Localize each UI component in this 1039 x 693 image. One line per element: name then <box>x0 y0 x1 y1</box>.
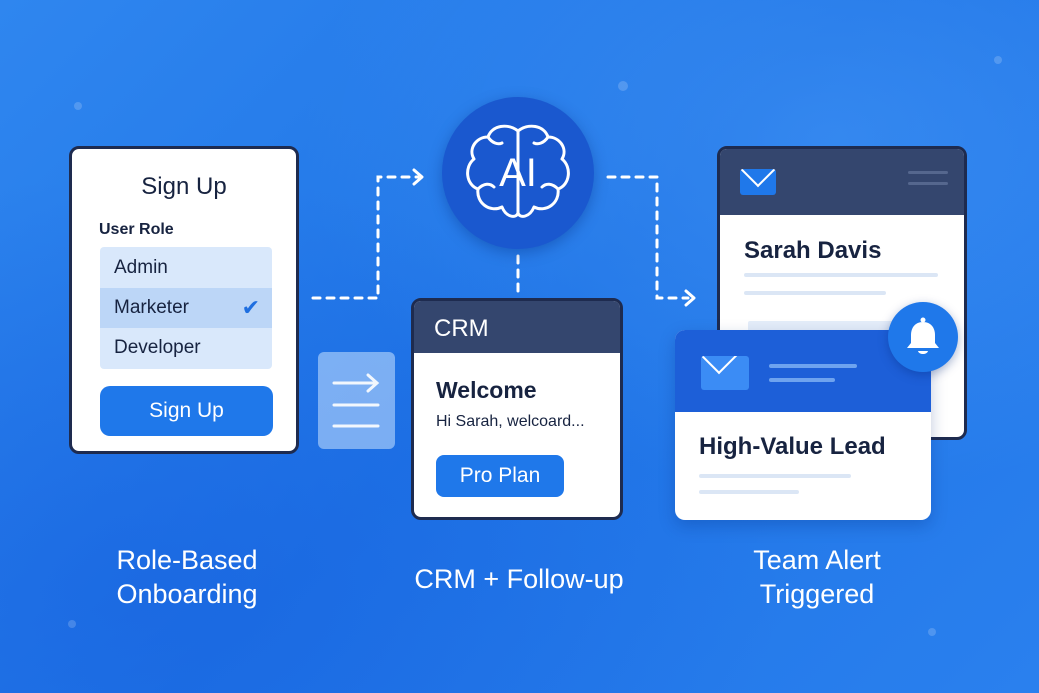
role-option-developer[interactable]: Developer <box>114 337 201 358</box>
pro-plan-button[interactable]: Pro Plan <box>436 455 564 497</box>
connector-ai-to-alert <box>606 175 690 300</box>
caption-onboarding-line1: Role-Based <box>116 545 258 575</box>
brain-icon <box>466 124 570 218</box>
caption-alert: Team Alert Triggered <box>722 543 912 611</box>
caption-onboarding: Role-Based Onboarding <box>97 543 277 611</box>
envelope-icon <box>740 169 776 195</box>
crm-card: CRM Welcome Hi Sarah, welcoard... Pro Pl… <box>411 298 623 520</box>
text-placeholder-line <box>744 291 886 295</box>
caption-alert-line2: Triggered <box>759 579 875 609</box>
text-placeholder-line <box>699 490 799 494</box>
caption-crm: CRM + Follow-up <box>414 564 624 594</box>
crm-header: CRM <box>414 301 620 353</box>
text-placeholder-line <box>744 273 938 277</box>
arrowhead-to-ai <box>412 168 424 186</box>
check-icon: ✔ <box>241 295 260 320</box>
lead-title: High-Value Lead <box>699 433 886 460</box>
text-placeholder-line <box>769 364 857 368</box>
arrowhead-to-alert <box>684 289 696 307</box>
signup-title: Sign Up <box>141 173 227 200</box>
caption-alert-line1: Team Alert <box>753 545 881 575</box>
envelope-icon <box>701 356 749 390</box>
crm-welcome-heading: Welcome <box>436 377 537 403</box>
email-header <box>720 149 964 215</box>
role-option-marketer-label: Marketer <box>114 297 189 318</box>
notification-bell[interactable] <box>888 302 958 372</box>
text-placeholder-line <box>769 378 835 382</box>
role-option-marketer[interactable]: Marketer ✔ <box>100 288 272 328</box>
contact-name: Sarah Davis <box>744 237 882 264</box>
user-role-label: User Role <box>99 221 174 238</box>
role-select-list[interactable]: Admin Marketer ✔ Developer <box>100 247 272 369</box>
ai-engine-node: AI <box>442 97 594 249</box>
arrow-right-icon <box>332 373 380 428</box>
crm-message-preview: Hi Sarah, welcoard... <box>436 413 585 430</box>
connector-signup-to-ai <box>311 175 420 300</box>
text-placeholder-line <box>699 474 851 478</box>
ai-label: AI <box>499 151 537 195</box>
form-submit-tile <box>318 352 395 449</box>
bell-icon <box>907 317 939 354</box>
caption-onboarding-line2: Onboarding <box>116 579 258 609</box>
signup-card: Sign Up User Role Admin Marketer ✔ Devel… <box>69 146 299 454</box>
signup-button[interactable]: Sign Up <box>100 386 273 436</box>
role-option-admin[interactable]: Admin <box>114 257 168 278</box>
